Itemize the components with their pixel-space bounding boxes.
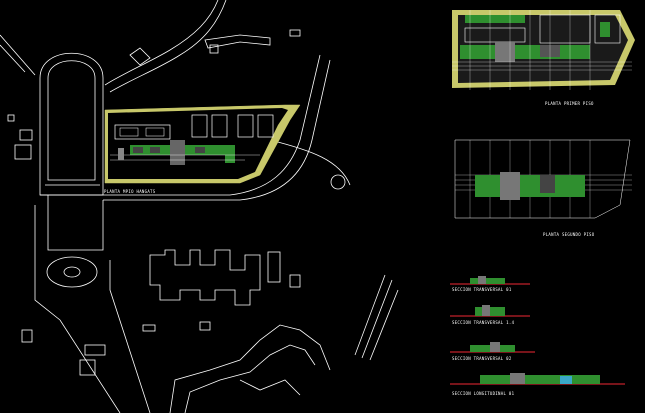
section-3-title: SECCION TRANSVERSAL 02	[452, 356, 512, 361]
road-edge	[354, 274, 386, 356]
floor-plan-upper	[452, 10, 635, 90]
oval-road	[39, 52, 104, 196]
hangar-bay	[114, 124, 171, 140]
road-edge	[47, 195, 104, 251]
roundabout	[330, 174, 346, 190]
roundabout	[63, 266, 81, 278]
section-1-title: SECCION TRANSVERSAL 01	[452, 287, 512, 292]
plan-outline	[454, 139, 631, 219]
building-outline	[267, 251, 281, 283]
hangar-site-block	[104, 104, 301, 184]
road-edge	[369, 289, 399, 361]
building-outline	[142, 324, 156, 332]
road-edge	[40, 54, 321, 196]
building-outline	[204, 34, 271, 49]
hangar-bay	[257, 114, 274, 138]
sections	[450, 276, 625, 385]
section-4-title: SECCION LONGITUDINAL 01	[452, 391, 515, 396]
road-edge	[109, 0, 227, 93]
building-outline	[7, 114, 15, 122]
hangar-bay	[211, 114, 228, 138]
building-outline	[84, 344, 106, 356]
floor-plan-lower-title: PLANTA SEGUNDO PISO	[543, 232, 595, 237]
floor-plan-lower	[454, 139, 632, 219]
floor-plan-upper-title: PLANTA PRIMER PISO	[545, 101, 594, 106]
roundabout	[46, 256, 98, 288]
building-outline	[149, 249, 261, 306]
building-outline	[129, 47, 151, 66]
building-outline	[14, 144, 32, 160]
hangar-bay	[237, 114, 254, 138]
building-outline	[239, 379, 301, 396]
site-plan-title: PLANTA MPIO HANGATS	[104, 189, 156, 194]
road-edge	[109, 260, 151, 413]
building-outline	[209, 44, 219, 54]
building-outline	[79, 359, 96, 376]
road-edge	[104, 0, 219, 86]
road-edge	[361, 279, 393, 359]
road-edge	[269, 139, 351, 186]
road-edge	[0, 44, 26, 73]
building-outline	[21, 329, 33, 343]
road-edge	[103, 59, 331, 201]
building-outline	[184, 344, 316, 413]
building-outline	[169, 324, 331, 413]
building-outline	[289, 29, 301, 37]
building-outline	[199, 321, 211, 331]
building-outline	[19, 129, 33, 141]
section-2-title: SECCION TRANSVERSAL 1.4	[452, 320, 515, 325]
structure-core	[170, 140, 185, 165]
road-edge	[34, 205, 121, 413]
oval-road	[47, 60, 96, 181]
building-outline	[289, 274, 301, 288]
road-edge	[0, 34, 36, 76]
hangar-bay	[191, 114, 208, 138]
site-plan	[0, 0, 399, 413]
